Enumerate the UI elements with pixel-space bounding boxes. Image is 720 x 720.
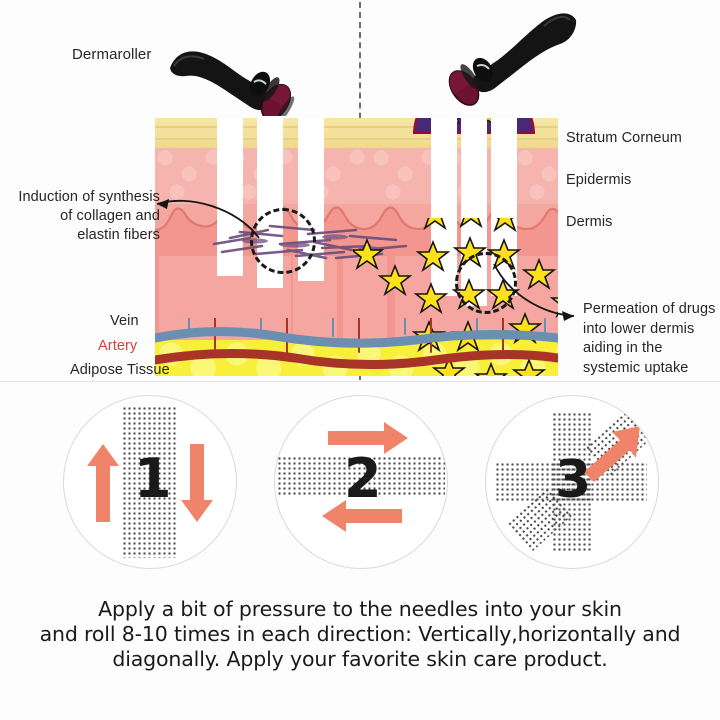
step-2-number: 2 [344,447,382,510]
caption-line-2: and roll 8-10 times in each direction: V… [39,622,681,646]
label-permeation-line-2: into lower dermis [583,320,695,337]
needle-puncture-4 [431,118,457,296]
collagen-highlight-circle [250,208,316,274]
caption-line-3: diagonally. Apply your favorite skin car… [112,647,608,671]
vein-vessel [155,326,558,348]
step-1-inner: 1 [64,396,236,568]
label-dermis: Dermis [566,214,613,230]
label-permeation-line-4: systemic uptake [583,359,689,376]
label-induction-line-1: Induction of synthesis [18,189,160,205]
label-induction-of-synthesis: Induction of synthesis of collagen and e… [10,188,160,245]
step-1-arrow-down [181,444,213,522]
blood-vessels [155,318,558,370]
step-3-circle: 3 [485,395,659,569]
permeation-arrow [493,263,575,321]
label-induction-line-2: of collagen and [60,208,160,224]
skin-cross-section-panel: Dermaroller Induction of synthesis of co… [0,0,720,382]
step-1-arrow-up [87,444,119,522]
step-2-circle: 2 [274,395,448,569]
dermaroller-left-icon [168,24,308,124]
step-2-arrow-right [328,422,408,454]
label-artery: Artery [98,338,138,354]
caption-line-1: Apply a bit of pressure to the needles i… [98,597,622,621]
step-3-mesh-vertical [552,412,592,552]
panel-divider-horizontal [0,381,720,382]
label-dermaroller: Dermaroller [72,46,152,63]
label-induction-line-3: elastin fibers [77,227,160,243]
label-stratum-corneum: Stratum Corneum [566,130,682,146]
skin-layers-diagram [155,118,558,376]
instructions-caption: Apply a bit of pressure to the needles i… [0,597,720,672]
step-3-number: 3 [555,450,592,510]
step-2-inner: 2 [275,396,447,568]
step-3-inner: 3 [486,396,658,568]
label-permeation-of-drugs: Permeation of drugs into lower dermis ai… [583,300,718,378]
step-1-circle: 1 [63,395,237,569]
permeation-highlight-circle [455,252,517,314]
step-2-mesh-horizontal [277,456,445,496]
step-1-mesh-vertical [122,406,178,558]
dermaroller-right-icon [428,8,578,106]
step-2-arrow-left [322,500,402,532]
label-epidermis: Epidermis [566,172,632,188]
label-adipose-tissue: Adipose Tissue [70,362,170,378]
step-3-arrow-diagonal [584,426,640,482]
step-1-number: 1 [134,447,172,510]
rolling-instructions-panel: 1 2 [0,382,720,720]
induction-arrow [156,199,260,239]
label-permeation-line-3: aiding in the [583,340,663,356]
label-permeation-line-1: Permeation of drugs [583,301,716,317]
label-vein: Vein [110,313,139,329]
artery-vessel [155,348,558,370]
